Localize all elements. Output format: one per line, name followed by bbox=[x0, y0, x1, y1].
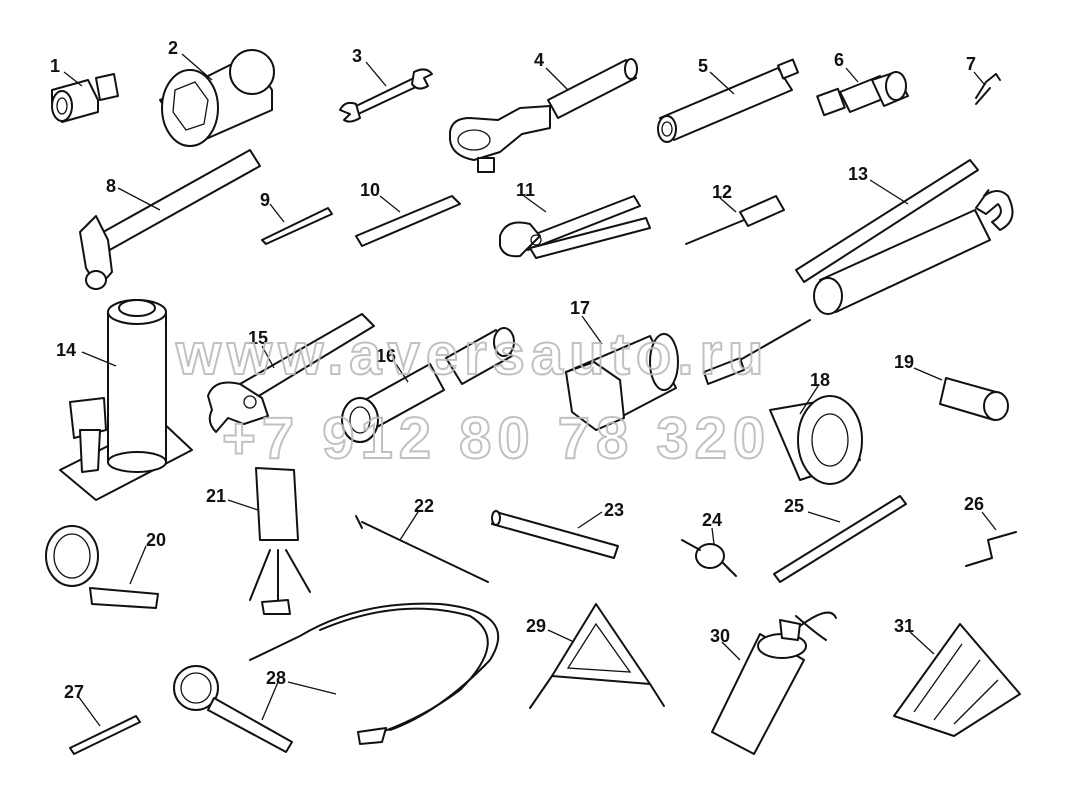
callout-2: 2 bbox=[168, 38, 178, 58]
watermark-phone: +7 912 80 78 320 bbox=[222, 406, 771, 471]
callout-20: 20 bbox=[146, 530, 166, 550]
watermark: www.aversauto.ru +7 912 80 78 320 bbox=[174, 321, 771, 472]
fire-extinguisher-drawing bbox=[711, 611, 837, 755]
bottle-jack-drawing bbox=[59, 299, 193, 501]
wheel-chock-drawing bbox=[893, 623, 1021, 737]
callout-13: 13 bbox=[848, 164, 868, 184]
callout-30: 30 bbox=[710, 626, 730, 646]
callout-3: 3 bbox=[352, 46, 362, 66]
grease-gun-drawing bbox=[703, 159, 1014, 385]
pliers-drawing bbox=[499, 195, 651, 259]
universal-joint-drawing bbox=[816, 71, 909, 117]
callout-9: 9 bbox=[260, 190, 270, 210]
valve-drawing bbox=[681, 539, 737, 577]
callout-6: 6 bbox=[834, 50, 844, 70]
callout-31: 31 bbox=[894, 616, 914, 636]
callout-19: 19 bbox=[894, 352, 914, 372]
callout-16: 16 bbox=[376, 346, 396, 366]
callout-27: 27 bbox=[64, 682, 84, 702]
callout-24: 24 bbox=[702, 510, 722, 530]
tire-inflator-drawing bbox=[173, 602, 500, 753]
large-socket-drawing bbox=[159, 49, 275, 147]
callout-21: 21 bbox=[206, 486, 226, 506]
hub-wrench-drawing bbox=[565, 333, 679, 431]
callout-11: 11 bbox=[516, 180, 535, 200]
hex-key-drawing bbox=[975, 73, 1001, 105]
crank-handle-drawing bbox=[965, 531, 1017, 567]
screwdriver-drawing bbox=[685, 195, 785, 245]
callout-22: 22 bbox=[414, 496, 434, 516]
callout-26: 26 bbox=[964, 494, 984, 514]
callout-8: 8 bbox=[106, 176, 116, 196]
leader-lines bbox=[63, 53, 997, 727]
callout-28: 28 bbox=[266, 668, 286, 688]
rod-drawing bbox=[773, 495, 907, 583]
tube-drawing bbox=[491, 510, 619, 559]
callout-numbers: 1 2 3 4 5 6 7 8 9 10 11 12 13 14 15 16 1… bbox=[50, 38, 984, 702]
warning-triangle-drawing bbox=[529, 603, 665, 709]
callout-10: 10 bbox=[360, 180, 380, 200]
callout-23: 23 bbox=[604, 500, 624, 520]
watermark-url: www.aversauto.ru bbox=[175, 322, 769, 387]
extension-bar-drawing bbox=[657, 58, 800, 143]
wheel-wrench-drawing bbox=[341, 327, 515, 443]
callout-4: 4 bbox=[534, 50, 544, 70]
punch-drawing bbox=[261, 207, 333, 245]
callout-1: 1 bbox=[50, 56, 60, 76]
socket-adapter-drawing bbox=[51, 73, 119, 123]
socket-drawing bbox=[939, 377, 1009, 421]
open-end-wrench-drawing bbox=[339, 68, 433, 123]
pry-bar-drawing bbox=[355, 515, 489, 583]
strap-wrench-drawing bbox=[45, 525, 159, 609]
work-lamp-drawing bbox=[249, 467, 311, 615]
ratchet-handle-drawing bbox=[449, 58, 638, 173]
callout-5: 5 bbox=[698, 56, 708, 76]
callout-25: 25 bbox=[784, 496, 804, 516]
hammer-drawing bbox=[79, 149, 261, 290]
callout-14: 14 bbox=[56, 340, 76, 360]
callout-29: 29 bbox=[526, 616, 546, 636]
callout-18: 18 bbox=[810, 370, 830, 390]
callout-12: 12 bbox=[712, 182, 732, 202]
pin-drawing bbox=[69, 715, 141, 755]
chisel-drawing bbox=[355, 195, 461, 247]
callout-17: 17 bbox=[570, 298, 590, 318]
slotted-socket-drawing bbox=[769, 395, 863, 485]
adjustable-wrench-drawing bbox=[207, 313, 375, 433]
callout-15: 15 bbox=[248, 328, 268, 348]
callout-7: 7 bbox=[966, 54, 976, 74]
